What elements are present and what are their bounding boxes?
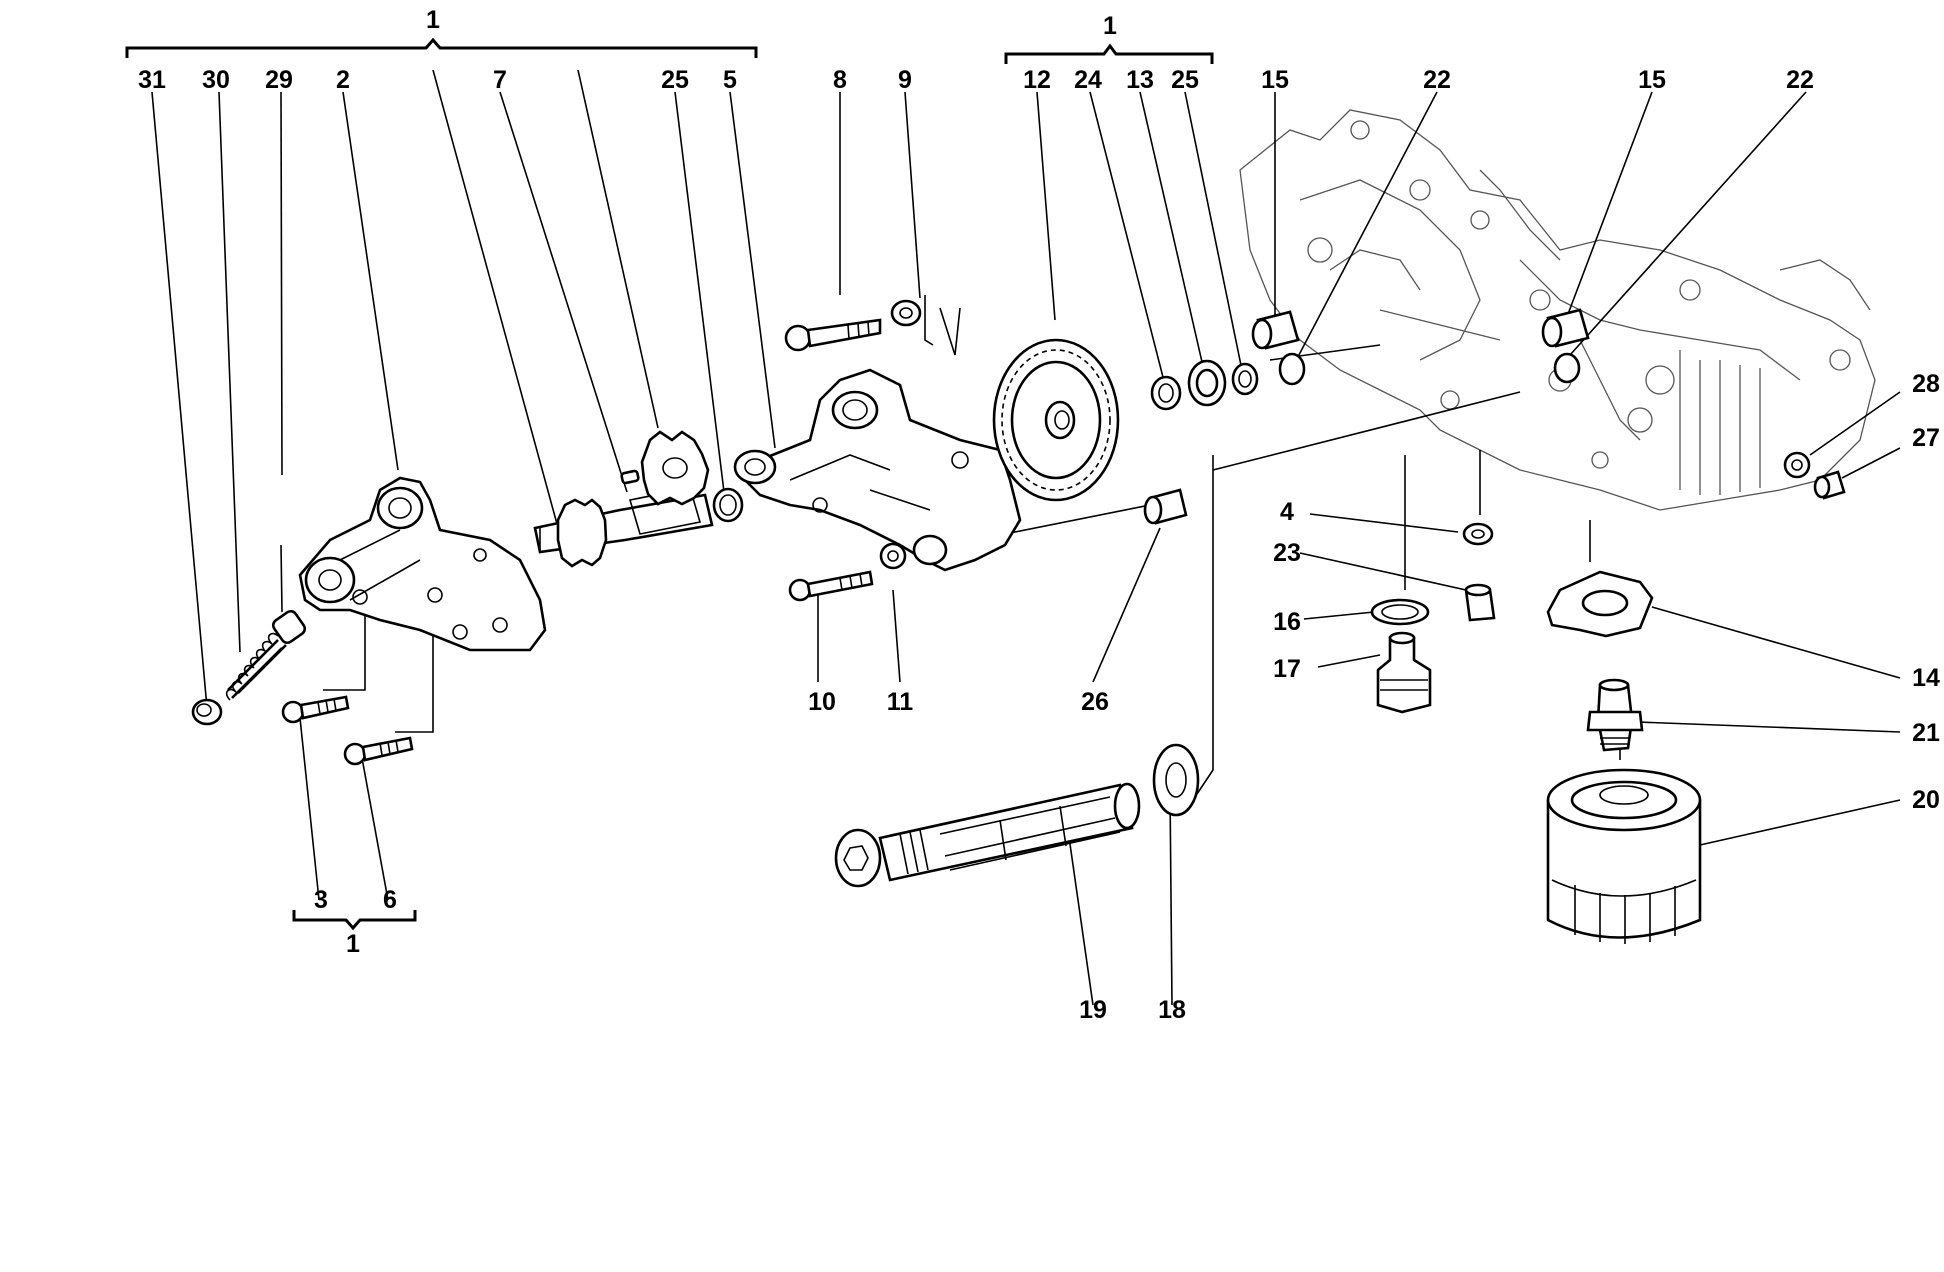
callout-19: 19 <box>1079 996 1107 1024</box>
part-24-circlip <box>1150 375 1182 411</box>
part-10-screw <box>788 570 874 602</box>
callout-30: 30 <box>202 66 230 94</box>
callout-20: 20 <box>1912 786 1940 814</box>
callout-18: 18 <box>1158 996 1186 1024</box>
callout-13: 13 <box>1126 66 1154 94</box>
part-17-drain-plug <box>1376 631 1432 714</box>
part-19-oil-strainer <box>834 782 1141 888</box>
part-27-plug <box>1813 470 1846 500</box>
callout-14: 14 <box>1912 664 1940 692</box>
leader-lines <box>151 69 1901 1006</box>
part-22-o-ring-right <box>1553 352 1581 384</box>
crankcase-outline <box>1239 109 1876 511</box>
callout-15-right: 15 <box>1638 66 1666 94</box>
part-11-washer <box>879 542 907 570</box>
part-pump-cover <box>733 368 1022 572</box>
callout-8: 8 <box>833 66 847 94</box>
callout-27: 27 <box>1912 424 1940 452</box>
callout-23: 23 <box>1273 539 1301 567</box>
part-25-circlip <box>1231 362 1259 396</box>
part-29-relief-valve <box>271 609 307 645</box>
callout-22-left: 22 <box>1423 66 1451 94</box>
callout-24: 24 <box>1074 66 1102 94</box>
part-22-o-ring <box>1278 352 1306 386</box>
callout-7: 7 <box>493 66 507 94</box>
callout-9: 9 <box>898 66 912 94</box>
callout-25-left: 25 <box>661 66 689 94</box>
callout-4: 4 <box>1280 498 1294 526</box>
callout-25-mid: 25 <box>1171 66 1199 94</box>
callout-3: 3 <box>314 886 328 914</box>
part-18-washer <box>1152 743 1200 817</box>
callout-11: 11 <box>887 688 914 716</box>
part-12-pump-drive-gear <box>992 338 1120 502</box>
group-bracket-1-mid <box>1004 43 1214 64</box>
part-23-plug <box>1464 583 1496 622</box>
part-25-rotor-gear <box>640 430 710 506</box>
part-13-bearing <box>1187 359 1227 407</box>
callout-15-left: 15 <box>1261 66 1289 94</box>
callout-31: 31 <box>138 66 166 94</box>
callout-21: 21 <box>1912 719 1940 747</box>
part-20-oil-filter <box>1546 768 1702 944</box>
part-31-plug <box>191 698 223 726</box>
part-4-washer <box>1462 522 1494 546</box>
part-2-pump-body <box>298 476 547 652</box>
part-3-screw <box>281 695 350 724</box>
part-15-bush-right <box>1541 308 1590 348</box>
part-8-screw <box>784 318 882 352</box>
part-14-filter-bracket <box>1546 570 1654 638</box>
callout-2: 2 <box>336 66 350 94</box>
group-label-1-left: 1 <box>426 6 440 34</box>
group-bracket-1-left <box>125 37 758 58</box>
callout-16: 16 <box>1273 608 1301 636</box>
part-6-screw <box>343 736 414 766</box>
callout-28: 28 <box>1912 370 1940 398</box>
part-5-circlip <box>712 487 744 523</box>
callout-29: 29 <box>265 66 293 94</box>
part-28-washer <box>1783 451 1811 479</box>
part-9-washer <box>890 299 922 327</box>
group-label-1-bottom: 1 <box>346 930 360 958</box>
part-26-bush <box>1143 488 1188 525</box>
part-15-bush <box>1251 310 1300 350</box>
callout-17: 17 <box>1273 655 1301 683</box>
callout-22-right: 22 <box>1786 66 1814 94</box>
group-label-1-mid: 1 <box>1103 12 1117 40</box>
callout-26: 26 <box>1081 688 1109 716</box>
callout-6: 6 <box>383 886 397 914</box>
part-7-drive-gear-shaft <box>533 469 714 568</box>
group-bracket-1-bottom <box>292 910 417 931</box>
callout-5: 5 <box>723 66 737 94</box>
part-30-spring <box>225 632 287 701</box>
part-21-threaded-nipple <box>1586 678 1644 752</box>
part-16-washer <box>1370 598 1430 626</box>
callout-10: 10 <box>808 688 836 716</box>
callout-12: 12 <box>1023 66 1051 94</box>
